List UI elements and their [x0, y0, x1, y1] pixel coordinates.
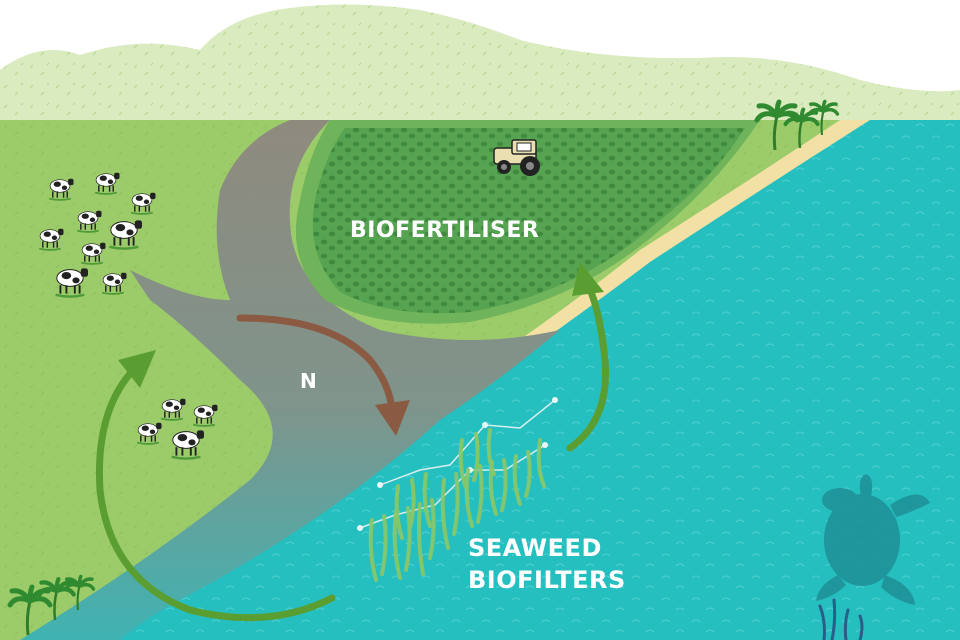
seaweed-icon [357, 397, 558, 582]
sea-grass-icon [818, 598, 864, 640]
biofertiliser-label: BIOFERTILISER [350, 218, 539, 243]
harvest-arrow [566, 281, 610, 452]
nitrogen-arrow [236, 314, 396, 414]
nitrogen-label: N [300, 369, 317, 393]
arrow-icon [95, 262, 610, 622]
return-cycle-arrow [95, 364, 336, 622]
seaweed-label: SEAWEED [468, 534, 602, 562]
tractor-icon [493, 139, 540, 176]
biofilters-label: BIOFILTERS [468, 566, 626, 594]
turtle-icon [816, 474, 930, 605]
runoff-river [20, 120, 560, 640]
